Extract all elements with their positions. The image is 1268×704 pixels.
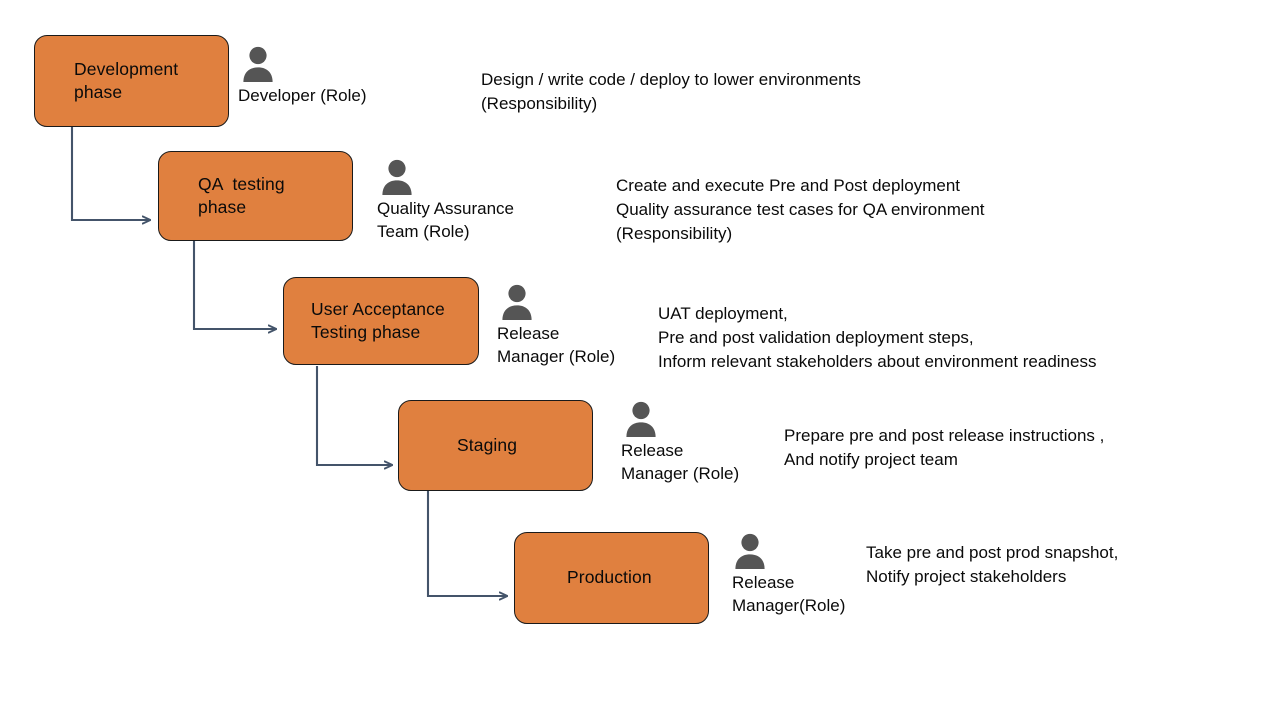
role-label: Release Manager(Role) <box>732 573 846 615</box>
person-icon <box>735 533 765 569</box>
role-block-qa-testing: Quality Assurance Team (Role) <box>377 156 514 244</box>
role-label: Developer (Role) <box>238 86 367 105</box>
person-icon <box>502 284 532 320</box>
phase-label: Development phase <box>74 58 179 102</box>
phase-box-staging[interactable]: Staging <box>398 400 593 491</box>
person-icon <box>243 46 273 82</box>
phase-box-production[interactable]: Production <box>514 532 709 624</box>
responsibility-user-acceptance-testing: UAT deployment, Pre and post validation … <box>658 304 1097 372</box>
connector-qa-to-uat <box>192 241 276 329</box>
responsibility-production: Take pre and post prod snapshot, Notify … <box>866 543 1119 587</box>
phase-box-qa-testing[interactable]: QA testing phase <box>158 151 353 241</box>
role-block-production: Release Manager(Role) <box>730 530 845 618</box>
person-icon <box>626 401 656 437</box>
phase-label: QA testing phase <box>198 173 285 217</box>
role-label: Release Manager (Role) <box>621 441 740 483</box>
connector-staging-to-production <box>426 491 507 596</box>
role-block-development: Developer (Role) <box>238 43 367 108</box>
responsibility-qa-testing: Create and execute Pre and Post deployme… <box>616 176 985 244</box>
responsibility-development: Design / write code / deploy to lower en… <box>481 70 861 114</box>
phase-label: Production <box>567 567 652 588</box>
connector-development-to-qa <box>70 127 150 220</box>
role-label: Quality Assurance Team (Role) <box>377 199 515 241</box>
phase-label: User Acceptance Testing phase <box>311 298 445 342</box>
role-block-user-acceptance-testing: Release Manager (Role) <box>497 281 615 369</box>
phase-box-user-acceptance-testing[interactable]: User Acceptance Testing phase <box>283 277 479 365</box>
role-label: Release Manager (Role) <box>497 324 616 366</box>
person-icon <box>382 159 412 195</box>
phase-box-development[interactable]: Development phase <box>34 35 229 127</box>
responsibility-staging: Prepare pre and post release instruction… <box>784 426 1105 470</box>
role-block-staging: Release Manager (Role) <box>621 398 739 486</box>
connector-uat-to-staging <box>315 366 392 465</box>
phase-label: Staging <box>457 434 518 455</box>
